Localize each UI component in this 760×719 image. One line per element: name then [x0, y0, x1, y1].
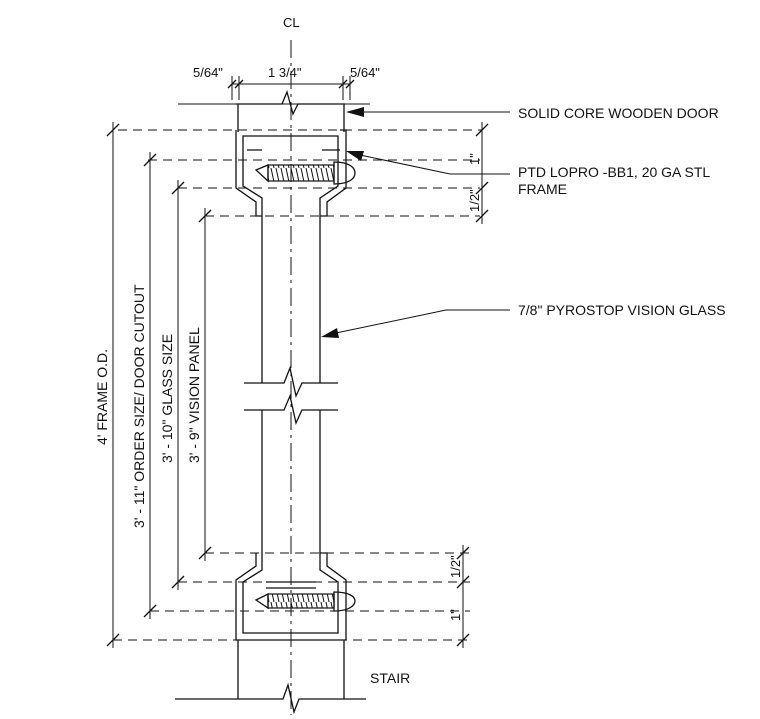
top-frame-profile	[235, 129, 347, 217]
dim-bottom-glass-bite: 1/2"	[448, 555, 463, 578]
callout-frame: PTD LOPRO -BB1, 20 GA STL FRAME	[346, 151, 710, 197]
callout-door-label: SOLID CORE WOODEN DOOR	[518, 105, 719, 121]
dim-glass-size: 3' - 10" GLASS SIZE	[159, 334, 175, 463]
dim-bottom-frame-depth: 1"	[448, 609, 463, 621]
dim-top-glass-bite: 1/2"	[467, 189, 482, 212]
dim-frame-od: 4' FRAME O.D.	[94, 349, 110, 445]
callout-glass-label: 7/8" PYROSTOP VISION GLASS	[518, 302, 726, 318]
bottom-screw	[254, 591, 356, 612]
callout-door: SOLID CORE WOODEN DOOR	[346, 105, 719, 121]
top-screw	[254, 161, 356, 185]
door-top	[178, 90, 370, 132]
dim-top-right-gap: 5/64"	[350, 65, 380, 80]
bottom-frame-profile	[235, 552, 347, 641]
dim-top-left-gap: 5/64"	[193, 65, 223, 80]
callout-frame-label-1: PTD LOPRO -BB1, 20 GA STL	[518, 164, 710, 180]
centerline: CL	[283, 15, 300, 715]
right-dimensions: 1" 1/2" 1/2" 1"	[448, 122, 489, 648]
top-dimension: 5/64" 1 3/4" 5/64"	[193, 65, 380, 100]
vertical-dimensions: 4' FRAME O.D. 3' - 11" ORDER SIZE/ DOOR …	[94, 122, 212, 648]
callout-frame-label-2: FRAME	[518, 181, 567, 197]
callout-stair-label: STAIR	[370, 670, 410, 686]
door-bottom	[175, 640, 366, 715]
dim-top-frame-depth: 1"	[467, 153, 482, 165]
centerline-symbol: CL	[283, 15, 300, 30]
dim-vision-panel: 3' - 9" VISION PANEL	[186, 327, 202, 463]
reference-lines	[113, 129, 482, 641]
dim-door-thickness: 1 3/4"	[268, 65, 302, 80]
vision-glass	[244, 216, 338, 553]
dim-order-size: 3' - 11" ORDER SIZE/ DOOR CUTOUT	[131, 284, 147, 528]
callout-glass: 7/8" PYROSTOP VISION GLASS	[321, 302, 726, 338]
